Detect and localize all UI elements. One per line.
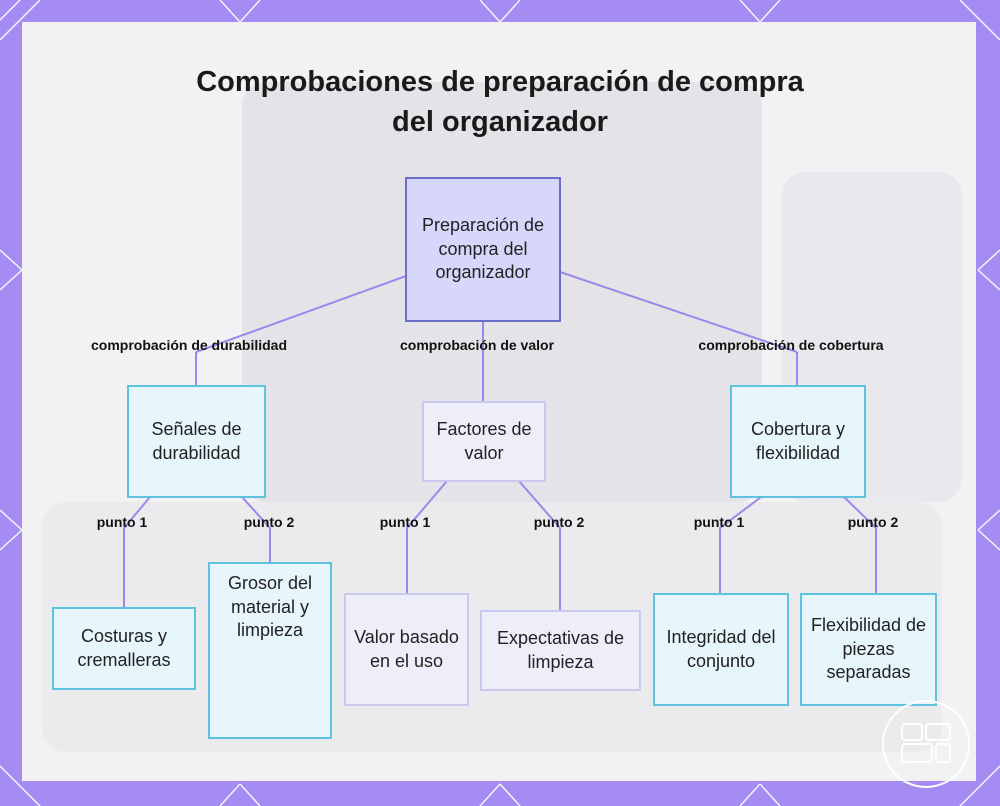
node-separate-pieces-flexibility: Flexibilidad de piezas separadas (800, 593, 937, 706)
node-use-based-value: Valor basado en el uso (344, 593, 469, 706)
edge-label-point: punto 1 (97, 514, 148, 530)
edge-coverage-p2 (844, 497, 876, 594)
edge-label-coverage: comprobación de cobertura (698, 337, 883, 353)
edge-value-p2 (519, 481, 560, 611)
node-value-factors: Factores de valor (422, 401, 546, 482)
organizer-logo-icon (882, 700, 970, 788)
edge-label-point: punto 1 (694, 514, 745, 530)
node-set-integrity: Integridad del conjunto (653, 593, 789, 706)
node-material-thickness: Grosor del material y limpieza (208, 562, 332, 739)
edge-label-point: punto 2 (848, 514, 899, 530)
node-cleaning-expectations: Expectativas de limpieza (480, 610, 641, 691)
edge-label-point: punto 2 (534, 514, 585, 530)
node-seams-zippers: Costuras y cremalleras (52, 607, 196, 690)
edge-coverage-p1 (720, 497, 761, 594)
node-durability-signals: Señales de durabilidad (127, 385, 266, 498)
edge-label-value: comprobación de valor (400, 337, 554, 353)
edge-label-point: punto 2 (244, 514, 295, 530)
edge-durability-p2 (242, 497, 270, 563)
node-coverage-flexibility: Cobertura y flexibilidad (730, 385, 866, 498)
root-node: Preparación de compra del organizador (405, 177, 561, 322)
edge-label-durability: comprobación de durabilidad (91, 337, 287, 353)
edge-label-point: punto 1 (380, 514, 431, 530)
edge-value-p1 (407, 481, 447, 594)
